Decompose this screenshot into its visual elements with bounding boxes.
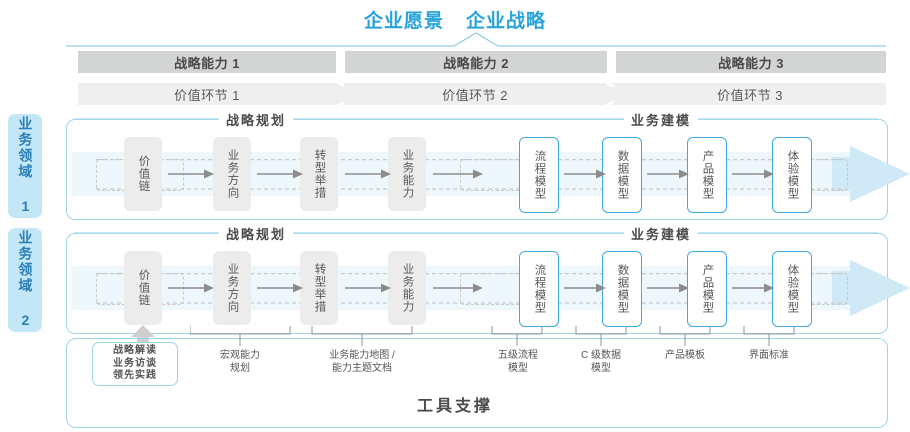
sidebar-item-domain-2[interactable]: 业务领域 2 xyxy=(8,228,42,332)
node-label-business-direction-1: 业务方向 xyxy=(226,149,239,199)
section-label-planning-2: 战略规划 xyxy=(226,227,287,242)
capability-label-2: 战略能力 2 xyxy=(443,55,509,71)
node-label-value-chain-1: 价值链 xyxy=(137,155,150,193)
tool-chip-line-1: 战略解读 xyxy=(113,345,157,357)
node-label-product-model-1: 产品模型 xyxy=(701,150,714,200)
tool-label-product-template: 产品模板 xyxy=(665,350,705,361)
node-label-transformation-1: 转型举措 xyxy=(313,149,326,199)
tool-chip-line-3: 领先实践 xyxy=(113,370,157,382)
section-label-planning-1: 战略规划 xyxy=(226,113,287,128)
sidebar-item-domain-1[interactable]: 业务领域 1 xyxy=(8,114,42,218)
value-segment-band: 价值环节 1 价值环节 2 价值环节 3 xyxy=(78,83,886,105)
title-enterprise-vision: 企业愿景 xyxy=(363,10,444,32)
row-1-step-arrows xyxy=(168,169,774,179)
node-label-experience-model-2: 体验模型 xyxy=(786,264,799,314)
capability-label-3: 战略能力 3 xyxy=(718,55,784,71)
node-label-business-capability-2: 业务能力 xyxy=(401,263,414,313)
capability-bar-2[interactable]: 战略能力 2 xyxy=(345,51,607,73)
node-product-model-2[interactable]: 产品模型 xyxy=(687,251,727,327)
node-business-capability-1[interactable]: 业务能力 xyxy=(388,137,426,211)
tool-label-c-level-data: C 级数据模型 xyxy=(581,350,621,374)
domain-label-1: 业务领域 1 xyxy=(17,116,34,216)
node-experience-model-1[interactable]: 体验模型 xyxy=(772,137,812,213)
node-process-model-2[interactable]: 流程模型 xyxy=(519,251,559,327)
value-segment-3[interactable]: 价值环节 3 xyxy=(614,83,886,105)
row-1-caption-rule xyxy=(74,118,878,120)
tool-support-title: 工具支撑 xyxy=(416,398,493,415)
diagram-title: 企业愿景 企业战略 xyxy=(305,4,605,34)
capability-bar-1[interactable]: 战略能力 1 xyxy=(78,51,336,73)
node-value-chain-1[interactable]: 价值链 xyxy=(124,137,162,211)
section-caption-planning-1: 战略规划 xyxy=(219,110,294,129)
tool-support-container xyxy=(66,338,888,428)
node-transformation-2[interactable]: 转型举措 xyxy=(300,251,338,325)
node-product-model-1[interactable]: 产品模型 xyxy=(687,137,727,213)
node-data-model-2[interactable]: 数据模型 xyxy=(602,251,642,327)
node-label-process-model-2: 流程模型 xyxy=(533,264,546,314)
node-label-product-model-2: 产品模型 xyxy=(701,264,714,314)
node-business-direction-1[interactable]: 业务方向 xyxy=(213,137,251,211)
tool-label-five-level-process: 五级流程模型 xyxy=(498,350,538,374)
tool-chip-line-2: 业务访谈 xyxy=(113,357,157,369)
section-caption-modeling-1: 业务建模 xyxy=(624,110,699,129)
node-process-model-1[interactable]: 流程模型 xyxy=(519,137,559,213)
capability-label-1: 战略能力 1 xyxy=(174,55,240,71)
tool-label-capability-map: 业务能力地图 /能力主题文档 xyxy=(329,350,395,374)
node-label-data-model-2: 数据模型 xyxy=(616,264,629,314)
node-label-business-direction-2: 业务方向 xyxy=(226,263,239,313)
value-segment-label-2: 价值环节 2 xyxy=(442,87,508,103)
row-2-caption-rule xyxy=(74,232,878,234)
capability-bar-3[interactable]: 战略能力 3 xyxy=(616,51,886,73)
row-2-step-arrows xyxy=(168,283,774,293)
title-enterprise-strategy: 企业战略 xyxy=(466,10,547,32)
value-segment-2[interactable]: 价值环节 2 xyxy=(344,83,606,105)
value-segment-label-1: 价值环节 1 xyxy=(174,87,240,103)
node-label-process-model-1: 流程模型 xyxy=(533,150,546,200)
node-experience-model-2[interactable]: 体验模型 xyxy=(772,251,812,327)
section-caption-planning-2: 战略规划 xyxy=(219,224,294,243)
tool-bracket-connectors xyxy=(190,326,795,346)
section-caption-modeling-2: 业务建模 xyxy=(624,224,699,243)
tool-chip-strategy-inputs[interactable]: 战略解读 业务访谈 领先实践 xyxy=(92,342,178,386)
value-segment-label-3: 价值环节 3 xyxy=(717,87,783,103)
section-label-modeling-2: 业务建模 xyxy=(631,227,692,242)
node-value-chain-2[interactable]: 价值链 xyxy=(124,251,162,325)
node-label-transformation-2: 转型举措 xyxy=(313,263,326,313)
node-label-experience-model-1: 体验模型 xyxy=(786,150,799,200)
node-transformation-1[interactable]: 转型举措 xyxy=(300,137,338,211)
node-label-data-model-1: 数据模型 xyxy=(616,150,629,200)
tool-label-ui-standard: 界面标准 xyxy=(749,350,789,361)
node-business-direction-2[interactable]: 业务方向 xyxy=(213,251,251,325)
title-connector-line xyxy=(66,32,886,47)
tool-uplink-arrow xyxy=(131,325,155,347)
value-segment-1[interactable]: 价值环节 1 xyxy=(78,83,336,105)
node-business-capability-2[interactable]: 业务能力 xyxy=(388,251,426,325)
section-label-modeling-1: 业务建模 xyxy=(631,113,692,128)
node-label-value-chain-2: 价值链 xyxy=(137,269,150,307)
tool-label-macro-capability: 宏观能力规划 xyxy=(220,350,260,374)
domain-label-2: 业务领域 2 xyxy=(17,230,34,330)
node-label-business-capability-1: 业务能力 xyxy=(401,149,414,199)
